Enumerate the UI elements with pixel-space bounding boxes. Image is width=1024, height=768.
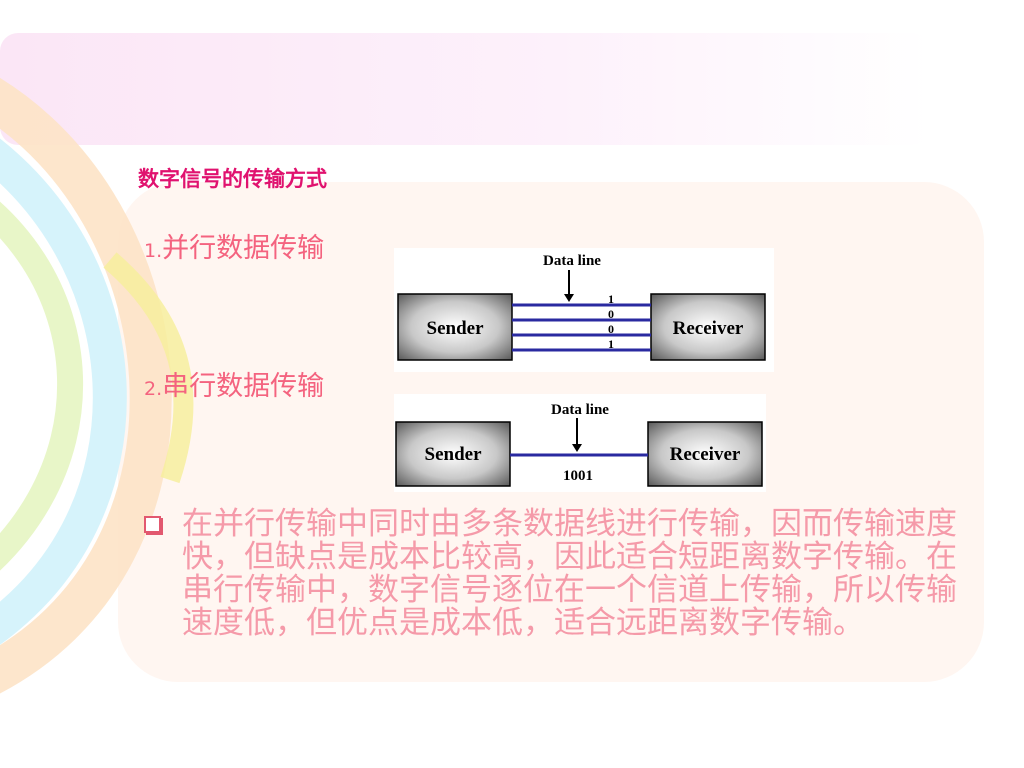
- sender-box: [395, 421, 511, 487]
- receiver-label: Receiver: [670, 444, 741, 465]
- sender-box: [397, 293, 513, 361]
- arrow-head-icon: [572, 444, 582, 452]
- data-line-label: Data line: [551, 402, 609, 418]
- receiver-box: [650, 293, 766, 361]
- data-line-label: Data line: [543, 253, 601, 269]
- sender-label: Sender: [427, 318, 485, 339]
- bit-label: 1: [608, 292, 614, 306]
- bits-label: 1001: [563, 468, 593, 484]
- bullet-text: 在并行传输中同时由多条数据线进行传输，因而传输速度快，但缺点是成本比较高，因此适…: [182, 506, 957, 641]
- item-label: 并行数据传输: [162, 233, 325, 264]
- receiver-box: [647, 421, 763, 487]
- bullet-point: 在并行传输中同时由多条数据线进行传输，因而传输速度快，但缺点是成本比较高，因此适…: [144, 508, 974, 640]
- bit-label: 0: [608, 322, 614, 336]
- sender-label: Sender: [425, 444, 483, 465]
- receiver-label: Receiver: [673, 318, 744, 339]
- arrow-head-icon: [564, 294, 574, 302]
- serial-transmission-diagram: Data line Sender Receiver 1001: [394, 394, 766, 492]
- slide-title: 数字信号的传输方式: [138, 167, 327, 191]
- item-serial: 2.串行数据传输: [144, 364, 324, 403]
- item-number: 2.: [144, 378, 163, 400]
- checkbox-bullet-icon: [144, 516, 161, 533]
- item-number: 1.: [144, 240, 163, 262]
- item-parallel: 1.并行数据传输: [144, 226, 324, 265]
- bit-label: 0: [608, 307, 614, 321]
- decorative-arcs: [0, 78, 194, 694]
- item-label: 串行数据传输: [162, 371, 325, 402]
- header-band: [0, 33, 930, 145]
- bit-label: 1: [608, 337, 614, 351]
- parallel-transmission-diagram: Data line Sender Receiver 1 0 0 1: [394, 248, 774, 372]
